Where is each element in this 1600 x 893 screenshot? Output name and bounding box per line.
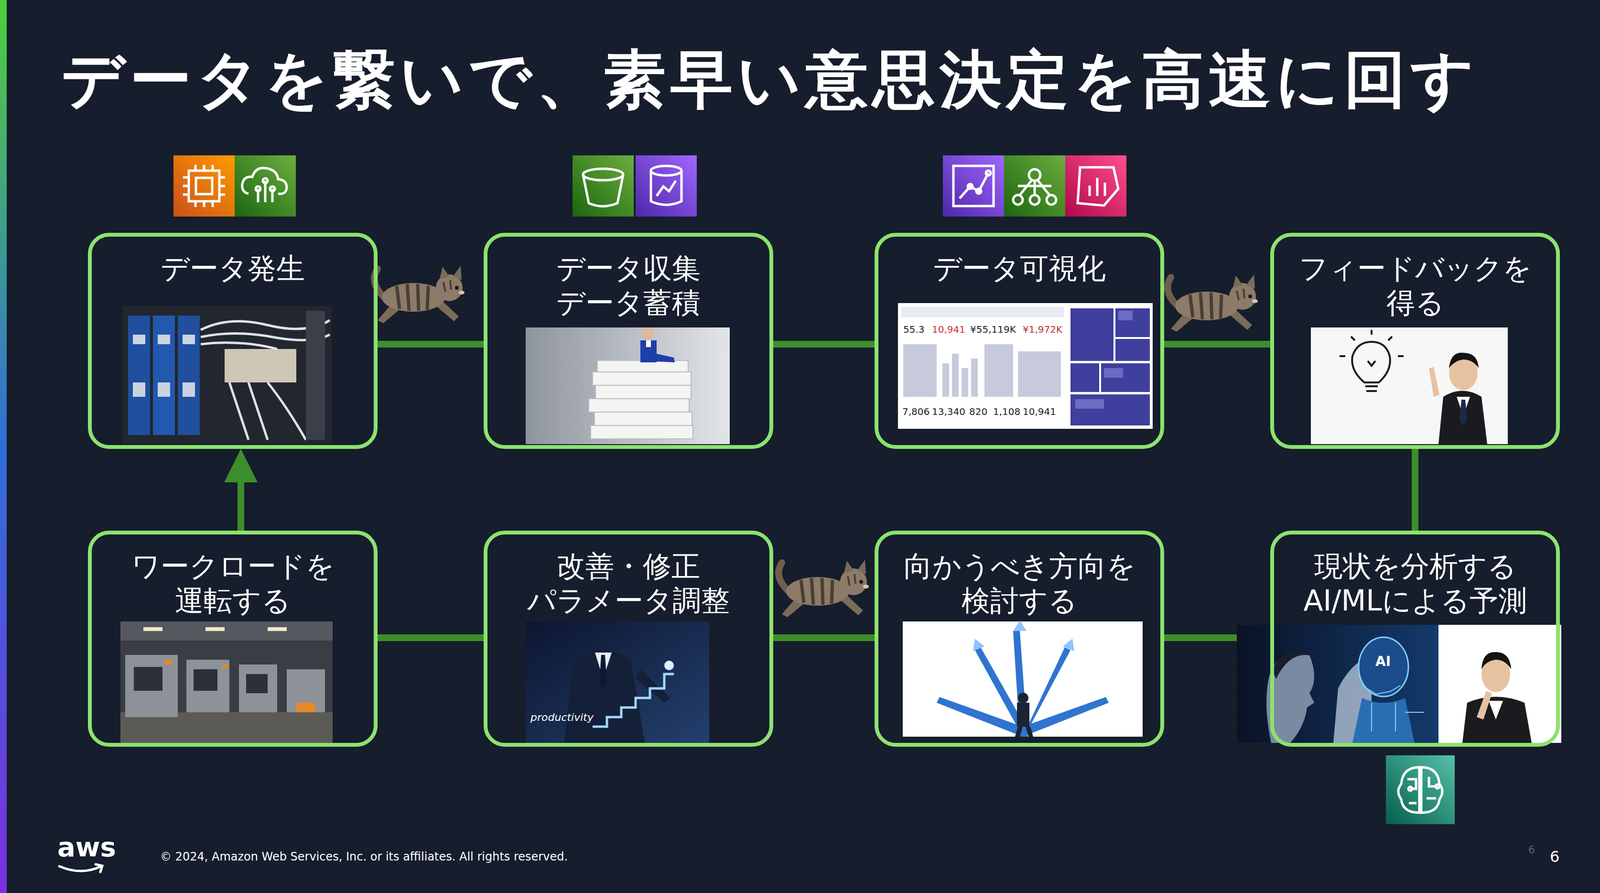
process-box: 向かうべき方向を 検討する <box>874 530 1165 747</box>
dashboard-figure: 1,108 <box>993 406 1021 418</box>
improvement-photo <box>525 621 710 745</box>
paper-stack-photo <box>525 327 730 444</box>
box-label: ワークロードを 運転する <box>100 548 366 618</box>
flow-connector <box>1411 448 1419 531</box>
slide-title: データを繋いで、素早い意思決定を高速に回す <box>61 42 1480 117</box>
logo-text: aws <box>57 831 117 863</box>
flow-connector <box>773 634 875 641</box>
flow-connector <box>377 634 484 641</box>
flow-connector <box>1164 340 1271 348</box>
ai-analysis-photo <box>1236 624 1562 743</box>
flow-connector <box>773 340 875 348</box>
process-box: データ発生 <box>87 232 378 449</box>
process-box: データ収集 データ蓄積 <box>483 232 774 449</box>
direction-photo <box>902 620 1143 737</box>
dashboard-figure: 10,941 <box>931 324 966 336</box>
box-label: 向かうべき方向を 検討する <box>886 548 1152 618</box>
accent-bar <box>0 0 7 893</box>
aws-smile <box>59 864 103 872</box>
service-icons <box>173 155 1455 824</box>
dashboard-figure: 55.3 <box>903 324 925 336</box>
copyright: © 2024, Amazon Web Services, Inc. or its… <box>160 850 568 864</box>
box-label: データ可視化 <box>886 250 1152 286</box>
dashboard-figure: 10,941 <box>1022 406 1057 418</box>
flow-connector <box>237 472 245 531</box>
controller-photo <box>122 305 332 444</box>
image-caption: AI <box>1375 653 1391 670</box>
flow-connector <box>377 340 484 348</box>
box-label: データ収集 データ蓄積 <box>496 250 761 320</box>
process-box: 改善・修正 パラメータ調整 <box>483 530 774 747</box>
image-caption: productivity <box>530 711 594 724</box>
cat-picture <box>778 559 869 617</box>
box-label: データ発生 <box>100 250 366 286</box>
cat-picture <box>374 265 465 324</box>
box-label: 改善・修正 パラメータ調整 <box>496 548 761 618</box>
dashboard-screenshot <box>897 302 1153 429</box>
page-number: 6 <box>1549 847 1560 866</box>
factory-photo <box>120 621 333 743</box>
process-box: ワークロードを 運転する <box>87 530 378 747</box>
page-number: 6 <box>1528 843 1536 856</box>
dashboard-figure: ¥55,119K <box>970 324 1017 336</box>
process-box: フィードバックを 得る <box>1270 232 1560 449</box>
dashboard-figure: ¥1,972K <box>1022 324 1063 336</box>
dashboard-figure: 820 <box>969 406 988 418</box>
box-label: フィードバックを 得る <box>1282 250 1548 320</box>
idea-photo <box>1310 327 1508 444</box>
process-box: 現状を分析する AI/MLによる予測 <box>1270 530 1560 747</box>
cat-picture <box>1167 274 1258 332</box>
dashboard-figure: 7,806 <box>902 406 930 418</box>
box-label: 現状を分析する AI/MLによる予測 <box>1282 548 1548 618</box>
dashboard-figure: 13,340 <box>931 406 966 418</box>
